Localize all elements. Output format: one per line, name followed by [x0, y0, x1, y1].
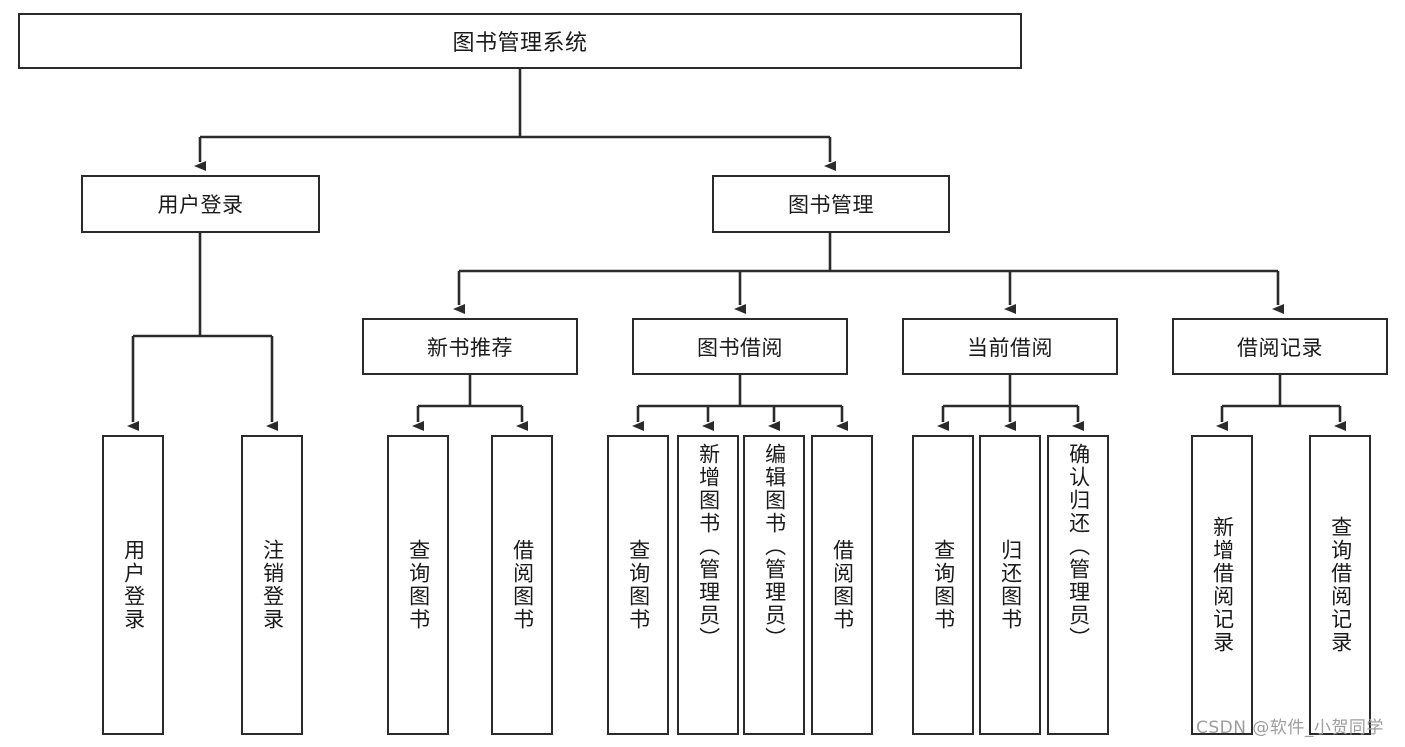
node-label: 查询借阅记录: [1328, 516, 1353, 654]
leaf-return-book[interactable]: 归还图书: [979, 435, 1041, 735]
leaf-query-borrow-record[interactable]: 查询借阅记录: [1309, 435, 1371, 735]
leaf-borrow-book[interactable]: 借阅图书: [811, 435, 873, 735]
node-label: 借阅图书: [830, 539, 855, 631]
node-current-borrow[interactable]: 当前借阅: [902, 318, 1118, 375]
watermark: CSDN @软件_小贺同学: [1196, 718, 1384, 738]
leaf-user-login[interactable]: 用户登录: [102, 435, 164, 735]
node-label: 确认归还（管理员）: [1066, 443, 1091, 650]
node-label: 查询图书: [931, 539, 956, 631]
node-label: 图书借阅: [697, 335, 783, 360]
node-user-login[interactable]: 用户登录: [81, 175, 320, 233]
node-root-system[interactable]: 图书管理系统: [18, 13, 1022, 69]
node-label: 当前借阅: [967, 335, 1053, 360]
node-label: 新增借阅记录: [1210, 516, 1235, 654]
node-label: 查询图书: [406, 539, 431, 631]
node-label: 新增图书（管理员）: [696, 443, 721, 650]
node-label: 归还图书: [998, 539, 1023, 631]
leaf-query-book-borrow[interactable]: 查询图书: [607, 435, 669, 735]
leaf-borrow-book-recommend[interactable]: 借阅图书: [491, 435, 553, 735]
node-book-management[interactable]: 图书管理: [712, 175, 950, 233]
node-label: 新书推荐: [427, 335, 513, 360]
leaf-edit-book-admin[interactable]: 编辑图书（管理员）: [743, 435, 805, 735]
node-label: 借阅图书: [510, 539, 535, 631]
node-label: 注销登录: [260, 539, 285, 631]
node-label: 编辑图书（管理员）: [762, 443, 787, 650]
leaf-add-borrow-record[interactable]: 新增借阅记录: [1191, 435, 1253, 735]
node-label: 图书管理: [788, 193, 874, 217]
node-label: 用户登录: [157, 193, 244, 217]
node-label: 用户登录: [121, 539, 146, 631]
leaf-logout-login[interactable]: 注销登录: [241, 435, 303, 735]
node-label: 图书管理系统: [452, 31, 588, 56]
leaf-query-book-current[interactable]: 查询图书: [912, 435, 974, 735]
node-label: 借阅记录: [1237, 335, 1323, 360]
leaf-add-book-admin[interactable]: 新增图书（管理员）: [677, 435, 739, 735]
leaf-confirm-return-admin[interactable]: 确认归还（管理员）: [1047, 435, 1109, 735]
leaf-query-book-recommend[interactable]: 查询图书: [387, 435, 449, 735]
node-label: 查询图书: [626, 539, 651, 631]
node-new-book-recommend[interactable]: 新书推荐: [362, 318, 578, 375]
node-book-borrow[interactable]: 图书借阅: [632, 318, 848, 375]
node-borrow-record[interactable]: 借阅记录: [1172, 318, 1388, 375]
